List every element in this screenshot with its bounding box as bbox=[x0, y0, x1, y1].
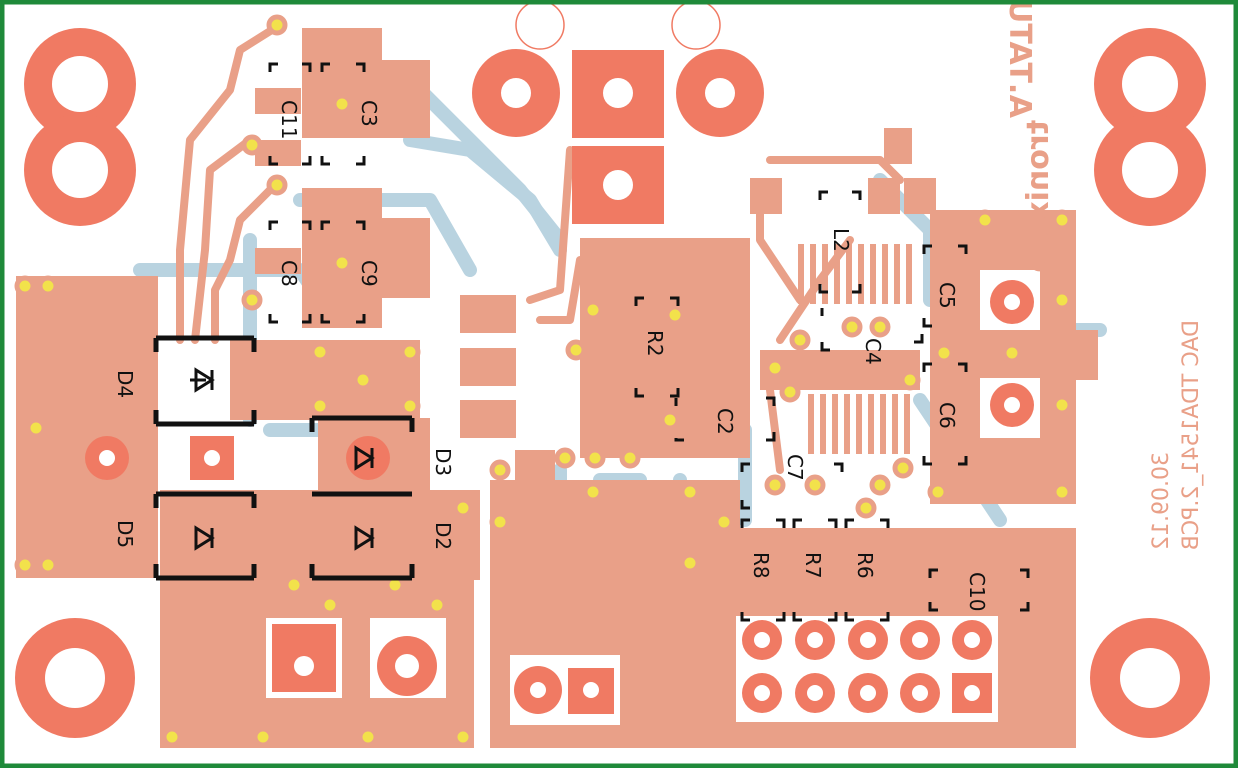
diode-d4-symbol bbox=[190, 367, 215, 393]
diode-d3-symbol bbox=[354, 445, 375, 471]
silkscreen-outlines bbox=[153, 62, 1030, 622]
mounting-hole-top-left bbox=[24, 28, 136, 226]
label-r7: R7 bbox=[801, 552, 825, 579]
label-c8: C8 bbox=[277, 260, 301, 287]
ic-pads-top bbox=[798, 244, 912, 454]
label-c3: C3 bbox=[357, 100, 381, 127]
label-r8: R8 bbox=[749, 552, 773, 579]
label-c5: C5 bbox=[935, 282, 959, 309]
label-c11: C11 bbox=[277, 100, 301, 139]
logo-tronixlab: tronixlab bbox=[1021, 120, 1056, 273]
label-c6: C6 bbox=[935, 402, 959, 429]
label-c7: C7 bbox=[783, 454, 807, 481]
label-r6: R6 bbox=[853, 552, 877, 579]
label-c10: C10 bbox=[965, 572, 989, 611]
mounting-hole-top-right bbox=[1094, 28, 1206, 226]
reference-designators: C11 C3 C8 C9 D4 D5 D3 D2 R2 C2 L2 C4 C5 … bbox=[113, 100, 989, 611]
mounting-hole-bottom-right bbox=[1090, 618, 1210, 738]
label-d5: D5 bbox=[113, 520, 137, 548]
diode-d5-symbol bbox=[194, 525, 215, 551]
label-d4: D4 bbox=[113, 370, 137, 398]
mounting-holes bbox=[15, 28, 1210, 738]
pcb-filename: DAC TDA1541_2.PCB bbox=[1179, 320, 1204, 550]
label-d2: D2 bbox=[431, 522, 455, 550]
label-d3: D3 bbox=[431, 448, 455, 476]
pcb-date: 30.09.12 bbox=[1149, 452, 1174, 550]
logo-author: A.TATUS bbox=[1002, 0, 1037, 118]
label-c2: C2 bbox=[713, 408, 737, 435]
mounting-hole-bottom-left bbox=[15, 618, 135, 738]
label-r2: R2 bbox=[643, 330, 667, 357]
label-c4: C4 bbox=[861, 338, 885, 365]
label-c9: C9 bbox=[357, 260, 381, 287]
vias bbox=[14, 14, 1073, 748]
diode-d2-symbol bbox=[354, 525, 375, 551]
label-l2: L2 bbox=[829, 228, 853, 252]
through-hole-pads bbox=[85, 0, 1040, 725]
diode-symbols bbox=[190, 367, 375, 551]
mirrored-silkscreen: tronixlab A.TATUS DAC TDA1541_2.PCB 30.0… bbox=[1002, 0, 1204, 550]
